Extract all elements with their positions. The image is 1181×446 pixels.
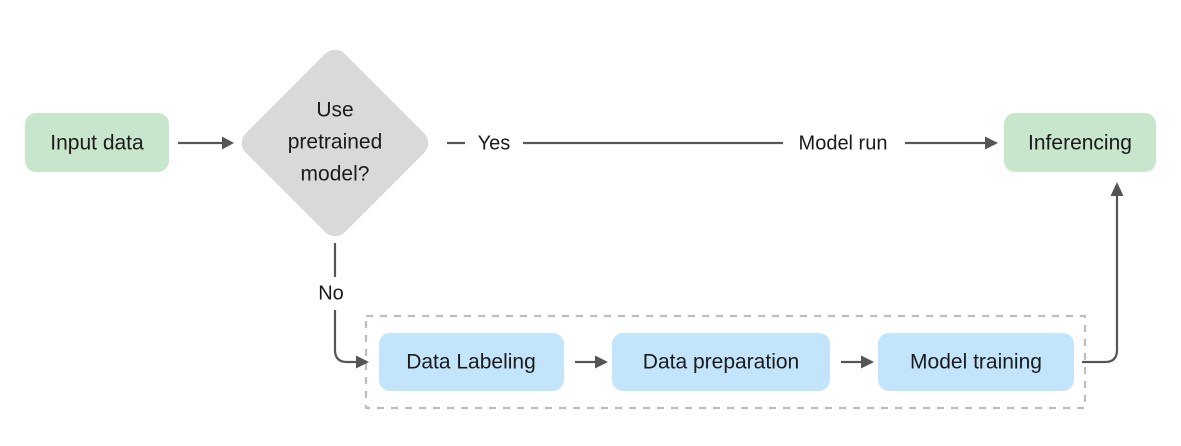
decision-label-line2: pretrained <box>288 131 383 154</box>
arrowhead-icon <box>1110 182 1124 196</box>
decision-shape <box>241 49 429 237</box>
node-decision-use-pretrained-model[interactable]: Use pretrained model? <box>236 44 434 242</box>
data-preparation-label: Data preparation <box>643 351 799 374</box>
arrowhead-icon <box>861 355 874 369</box>
input-data-label: Input data <box>50 132 144 155</box>
inferencing-label: Inferencing <box>1028 132 1132 155</box>
input-data-shape <box>25 113 169 172</box>
model-training-shape <box>878 333 1074 391</box>
node-inferencing[interactable]: Inferencing <box>1004 113 1156 172</box>
edge-decision-yes: Yes <box>447 132 783 154</box>
arrowhead-icon <box>985 136 998 150</box>
arrowhead-icon <box>222 136 234 150</box>
arrowhead-icon <box>595 355 608 369</box>
decision-label-line3: model? <box>301 163 370 186</box>
data-labeling-label: Data Labeling <box>406 351 536 374</box>
data-labeling-shape <box>379 333 564 391</box>
arrowhead-icon <box>356 355 369 369</box>
node-data-labeling[interactable]: Data Labeling <box>379 333 564 391</box>
edge-label-no: No <box>318 282 344 304</box>
edge-data-preparation-to-model-training <box>841 355 874 369</box>
edge-model-training-to-inferencing <box>1082 182 1124 364</box>
node-data-preparation[interactable]: Data preparation <box>612 333 830 391</box>
edge-data-labeling-to-data-preparation <box>575 355 608 369</box>
model-training-label: Model training <box>910 351 1042 374</box>
node-model-training[interactable]: Model training <box>878 333 1074 391</box>
node-input-data[interactable]: Input data <box>25 113 169 172</box>
edge-label-yes: Yes <box>478 132 511 154</box>
data-preparation-shape <box>612 333 830 391</box>
decision-label-line1: Use <box>316 99 353 122</box>
edge-decision-no-to-data-labeling: No <box>318 243 369 369</box>
edge-input-data-to-decision <box>178 136 234 150</box>
edge-label-model-run: Model run <box>799 132 888 154</box>
edge-model-run-to-inferencing: Model run <box>799 132 998 154</box>
inferencing-shape <box>1004 113 1156 172</box>
